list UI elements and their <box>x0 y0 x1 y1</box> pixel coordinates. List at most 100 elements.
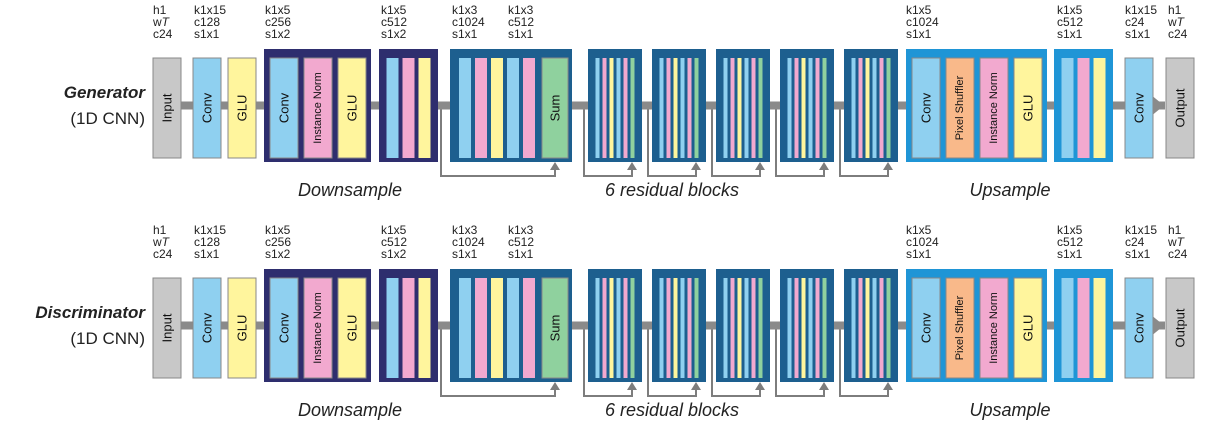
residual-block-3-bar <box>687 58 692 158</box>
upsample-glu: GLU <box>1013 57 1043 159</box>
residual-block-4-bar <box>723 278 728 378</box>
param-label-line: c24 <box>153 247 173 261</box>
residual-block-4-bar <box>730 278 735 378</box>
param-label-line: s1x1 <box>906 247 932 261</box>
residual-block-6-bar <box>886 58 891 158</box>
param-label-line: k1x3 <box>508 223 534 237</box>
residual-block-3-bar <box>659 58 664 158</box>
param-label-line: s1x1 <box>1125 247 1151 261</box>
conv-layer-1-box <box>192 57 222 159</box>
residual-block-2-bar <box>609 58 614 158</box>
param-label-line: k1x15 <box>194 223 226 237</box>
downsample-conv-label: Conv <box>277 312 292 343</box>
param-label-line: c128 <box>194 235 220 249</box>
param-label-line: wT <box>152 235 171 249</box>
param-label-line: s1x2 <box>265 27 291 41</box>
residual-block-1-bar <box>475 278 487 378</box>
residual-block-3-bar <box>673 278 678 378</box>
input-layer-label: Input <box>160 313 175 342</box>
residual-block-6-bar <box>879 58 884 158</box>
param-label-line: k1x5 <box>906 223 932 237</box>
sum-layer: Sum <box>541 57 569 159</box>
upsample-pixel-shuffler: Pixel Shuffler <box>945 277 975 379</box>
param-label-line: c512 <box>381 15 407 29</box>
arrow-right-icon <box>1153 96 1164 115</box>
upsample-block-2-bar <box>1077 58 1090 158</box>
residual-block-3-bar <box>673 58 678 158</box>
section-label-downsample: Downsample <box>298 400 402 420</box>
param-label-line: c512 <box>1057 235 1083 249</box>
param-label-line: k1x3 <box>508 3 534 17</box>
row-title: Discriminator <box>35 303 146 322</box>
downsample-instance-norm: Instance Norm <box>303 277 333 379</box>
glu-layer-1-label: GLU <box>235 95 250 122</box>
residual-block-5-bar <box>787 278 792 378</box>
downsample-glu-box <box>337 57 367 159</box>
downsample-block-2-bar <box>402 278 415 378</box>
sum-layer-label: Sum <box>548 95 563 122</box>
residual-block-3-bar <box>687 278 692 378</box>
skip-connection-arrow-icon <box>627 382 637 390</box>
downsample-block-2-bar <box>386 278 399 378</box>
upsample-block-2-bar <box>1093 278 1106 378</box>
residual-block-1-bar <box>459 278 471 378</box>
param-label-line: s1x1 <box>906 27 932 41</box>
param-label-line: k1x5 <box>1057 3 1083 17</box>
param-label-line: c512 <box>508 15 534 29</box>
residual-block-5-bar <box>815 278 820 378</box>
param-label-line: c1024 <box>452 15 485 29</box>
sum-layer-label: Sum <box>548 315 563 342</box>
residual-block-1-bar <box>459 58 471 158</box>
param-label-part: w <box>152 15 162 29</box>
upsample-conv: Conv <box>911 57 941 159</box>
param-label-line: c1024 <box>452 235 485 249</box>
residual-block-6-bar <box>858 58 863 158</box>
downsample-conv-label: Conv <box>277 92 292 123</box>
param-label-line: k1x5 <box>1057 223 1083 237</box>
residual-block-3-bar <box>666 278 671 378</box>
conv-layer-final: Conv <box>1124 277 1154 379</box>
residual-block-6-bar <box>886 278 891 378</box>
residual-block-5-bar <box>815 58 820 158</box>
param-label-line: s1x1 <box>452 27 478 41</box>
residual-block-4-bar <box>751 58 756 158</box>
upsample-glu-label: GLU <box>1021 315 1036 342</box>
sum-layer: Sum <box>541 277 569 379</box>
param-label-line: h1 <box>1168 223 1182 237</box>
param-label-line: s1x1 <box>508 247 534 261</box>
skip-connection-arrow-icon <box>883 162 893 170</box>
param-label-line: k1x3 <box>452 3 478 17</box>
downsample-block-2-bar <box>402 58 415 158</box>
residual-block-2-bar <box>623 278 628 378</box>
param-label-line: c256 <box>265 15 291 29</box>
residual-block-4-bar <box>730 58 735 158</box>
param-label-line: c512 <box>1057 15 1083 29</box>
upsample-pixel-shuffler-label: Pixel Shuffler <box>954 75 966 140</box>
residual-block-1-bar <box>491 278 503 378</box>
downsample-glu-label: GLU <box>345 95 360 122</box>
param-label-line: wT <box>1167 15 1186 29</box>
param-label-line: c256 <box>265 235 291 249</box>
upsample-instance-norm: Instance Norm <box>979 57 1009 159</box>
output-layer-box <box>1165 277 1195 379</box>
param-label-part: w <box>1167 15 1177 29</box>
residual-block-6-bar <box>858 278 863 378</box>
residual-block-6-bar <box>872 58 877 158</box>
glu-layer-1: GLU <box>227 277 257 379</box>
skip-connection-arrow-icon <box>755 162 765 170</box>
upsample-pixel-shuffler: Pixel Shuffler <box>945 57 975 159</box>
residual-block-2-bar <box>602 58 607 158</box>
param-label-italic: T <box>162 235 171 249</box>
